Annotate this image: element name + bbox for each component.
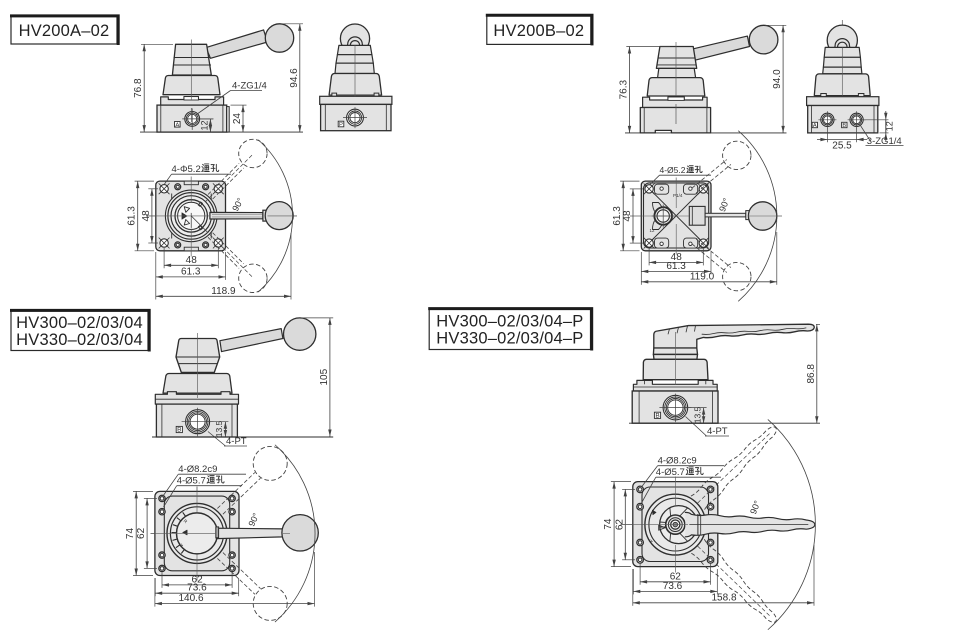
svg-text:13.5: 13.5	[214, 420, 224, 437]
svg-text:R: R	[183, 518, 189, 524]
svg-text:62: 62	[670, 571, 682, 582]
svg-text:P: P	[339, 122, 343, 128]
svg-text:12: 12	[650, 228, 655, 233]
svg-text:61.3: 61.3	[666, 261, 686, 272]
svg-text:118.9: 118.9	[211, 286, 236, 297]
svg-text:3-ZG1/4: 3-ZG1/4	[867, 136, 902, 147]
svg-text:48: 48	[671, 252, 683, 263]
svg-text:4-ZG1/4: 4-ZG1/4	[232, 80, 267, 91]
svg-text:12: 12	[885, 121, 895, 131]
svg-text:HV330–02/03/04–P: HV330–02/03/04–P	[436, 330, 583, 348]
svg-text:158.8: 158.8	[711, 592, 736, 603]
svg-text:119.0: 119.0	[690, 271, 715, 282]
svg-text:48: 48	[186, 255, 198, 266]
svg-text:12: 12	[199, 120, 209, 130]
svg-text:4-Φ5.2: 4-Φ5.2	[172, 164, 201, 175]
svg-text:90°: 90°	[717, 196, 732, 213]
svg-text:73.6: 73.6	[663, 581, 683, 592]
svg-text:74: 74	[125, 528, 136, 540]
svg-text:4-Ø8.2c9: 4-Ø8.2c9	[178, 464, 217, 475]
svg-text:76.8: 76.8	[133, 78, 144, 98]
svg-text:4-Ø5.2: 4-Ø5.2	[660, 165, 686, 175]
svg-text:61.3: 61.3	[612, 206, 623, 226]
svg-text:86.8: 86.8	[806, 364, 817, 384]
svg-text:B: B	[177, 427, 181, 434]
svg-text:A: A	[813, 123, 817, 129]
svg-text:A: A	[175, 122, 179, 128]
svg-text:24: 24	[232, 113, 243, 125]
svg-text:94.0: 94.0	[772, 69, 783, 89]
svg-text:HV300–02/03/04: HV300–02/03/04	[16, 314, 143, 332]
svg-text:4-Ø5.7: 4-Ø5.7	[177, 476, 206, 487]
svg-text:HV200A–02: HV200A–02	[19, 22, 110, 40]
svg-text:N: N	[648, 538, 654, 544]
svg-text:62: 62	[614, 519, 625, 531]
svg-text:N: N	[178, 542, 184, 548]
svg-text:HV300–02/03/04–P: HV300–02/03/04–P	[436, 313, 583, 331]
svg-text:90°: 90°	[748, 499, 763, 516]
svg-text:105: 105	[319, 368, 330, 385]
svg-text:61.3: 61.3	[127, 206, 138, 226]
svg-text:13.5: 13.5	[692, 406, 702, 423]
svg-text:140.6: 140.6	[178, 593, 203, 604]
svg-text:4-Ø8.2c9: 4-Ø8.2c9	[658, 456, 697, 467]
svg-text:62: 62	[136, 527, 147, 539]
svg-text:P1/4: P1/4	[673, 193, 683, 198]
svg-text:B: B	[655, 413, 659, 420]
svg-text:4-PT: 4-PT	[226, 436, 247, 447]
svg-text:76.3: 76.3	[619, 80, 630, 100]
svg-text:B: B	[842, 123, 846, 129]
svg-text:73.6: 73.6	[187, 583, 207, 594]
svg-text:4-PT: 4-PT	[707, 426, 728, 437]
svg-text:94.6: 94.6	[289, 68, 300, 88]
svg-text:48: 48	[622, 210, 633, 222]
svg-text:61.3: 61.3	[181, 266, 201, 277]
svg-text:4-Ø5.7: 4-Ø5.7	[656, 467, 685, 478]
svg-text:25.5: 25.5	[832, 141, 852, 152]
svg-text:74: 74	[603, 518, 614, 530]
svg-text:HV200B–02: HV200B–02	[493, 22, 584, 40]
svg-text:HV330–02/03/04: HV330–02/03/04	[16, 331, 143, 349]
svg-text:62: 62	[192, 574, 204, 585]
